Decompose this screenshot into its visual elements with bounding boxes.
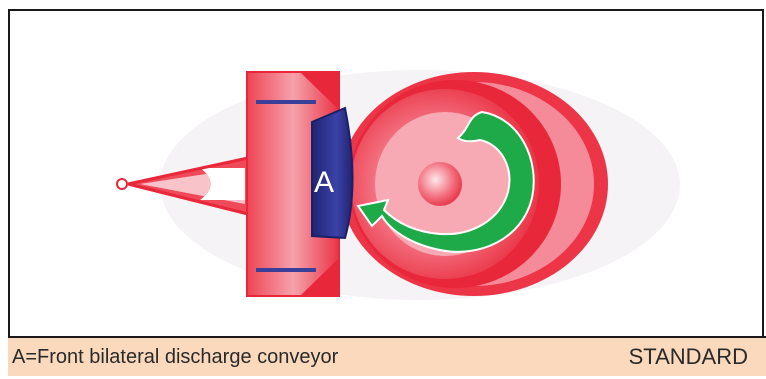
hitch-ring-icon	[116, 178, 128, 190]
rotation-arrow-icon	[356, 110, 535, 253]
drum	[340, 72, 608, 296]
rotor-hub	[418, 162, 462, 206]
discharge-conveyor: A	[311, 106, 354, 240]
drawbar	[127, 156, 249, 216]
caption-text: A=Front bilateral discharge conveyor	[12, 345, 339, 368]
caption-bar: A=Front bilateral discharge conveyor STA…	[8, 336, 766, 376]
standard-tag: STANDARD	[628, 344, 748, 369]
conveyor-label: A	[314, 166, 334, 199]
machine-top-view-diagram: A	[116, 70, 680, 300]
